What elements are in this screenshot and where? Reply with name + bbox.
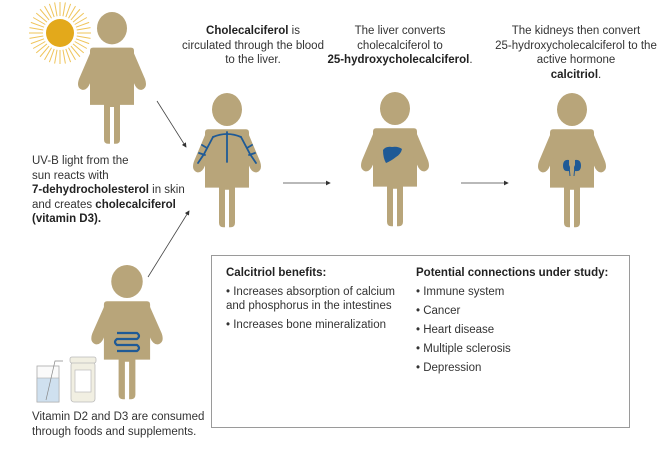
intestine-icon (113, 331, 141, 353)
benefit-item: Increases bone mineralization (226, 318, 406, 332)
sun-ray (68, 47, 76, 61)
sun-ray (48, 3, 55, 18)
benefit-item: Increases absorption of calcium and phos… (226, 285, 406, 313)
skin-text-line: and creates (32, 198, 96, 211)
sun-ray (32, 17, 46, 25)
kidney-text-line: . (598, 68, 602, 81)
sun-ray (72, 43, 85, 54)
skin-text-bold: cholecalciferol (95, 198, 176, 211)
connection-item: Multiple sclerosis (416, 342, 626, 356)
connections-list: Immune system Cancer Heart disease Multi… (416, 285, 626, 375)
sun-ray (32, 41, 46, 49)
connection-item: Heart disease (416, 323, 626, 337)
sun-ray (75, 21, 90, 28)
sun-ray (30, 21, 45, 28)
sun-icon (29, 2, 91, 64)
connection-item: Depression (416, 361, 626, 375)
sun-ray (74, 41, 88, 49)
sun-ray (65, 3, 72, 18)
skin-text-line: sun reacts with (32, 169, 109, 182)
kidney-text-line: active hormone (536, 54, 616, 66)
flow-arrows (147, 100, 509, 278)
sun-ray (65, 48, 72, 63)
arrow-skin-to-blood (156, 100, 187, 148)
info-box: Calcitriol benefits: Increases absorptio… (211, 255, 630, 428)
connections-column: Potential connections under study: Immun… (416, 266, 626, 380)
glass-of-water-icon (36, 360, 63, 403)
sun-ray (35, 43, 48, 54)
kidney-text-line: The kidneys then convert (511, 25, 641, 37)
skin-text-line: UV-B light from the (32, 155, 129, 167)
benefits-column: Calcitriol benefits: Increases absorptio… (226, 266, 406, 337)
sun-ray (54, 49, 58, 64)
kidney-icon (563, 159, 581, 177)
food-text-line: through foods and supplements. (32, 425, 197, 438)
skin-text-bold: (vitamin D3). (32, 213, 102, 225)
blood-text-line: is (288, 25, 300, 37)
skin-step-text: UV-B light from the sun reacts with 7-de… (32, 154, 185, 227)
sun-ray (39, 8, 50, 21)
sun-ray (75, 38, 90, 45)
connection-item: Immune system (416, 285, 626, 299)
sun-ray (48, 48, 55, 63)
person-skin-figure (78, 12, 146, 144)
sun-ray (76, 35, 91, 39)
sun-ray (74, 17, 88, 25)
liver-icon (383, 146, 402, 163)
liver-step-text: The liver converts cholecalciferol to 25… (320, 24, 480, 68)
kidney-text-line: 25-hydroxycholecalciferol to the (495, 39, 657, 52)
kidney-step-text: The kidneys then convert 25-hydroxychole… (486, 24, 666, 82)
blood-vessel-icon (197, 131, 257, 164)
connections-title: Potential connections under study: (416, 267, 609, 279)
connection-item: Cancer (416, 304, 626, 318)
sun-ray (29, 35, 44, 39)
supplement-bottle-icon (69, 356, 97, 403)
sun-ray (54, 2, 58, 17)
benefits-list: Increases absorption of calcium and phos… (226, 285, 406, 332)
sun-ray (35, 12, 48, 23)
person-liver-figure (361, 92, 429, 227)
blood-text-bold: Cholecalciferol (206, 25, 289, 37)
sun-ray (39, 45, 50, 58)
skin-text-bold: 7-dehydrocholesterol (32, 184, 149, 196)
liver-text-line: The liver converts (354, 25, 446, 37)
sun-ray (44, 47, 52, 61)
sun-ray (62, 2, 66, 17)
food-step-text: Vitamin D2 and D3 are consumed through f… (32, 410, 204, 439)
food-text-line: Vitamin D2 and D3 are consumed (32, 411, 205, 423)
person-kidney-figure (538, 93, 606, 228)
blood-text-line: to the liver. (225, 54, 281, 66)
sun-ray (44, 5, 52, 19)
liver-text-line: . (469, 54, 473, 66)
sun-ray (76, 27, 91, 31)
blood-text-line: circulated through the blood (182, 39, 324, 52)
sun-ray (62, 49, 66, 64)
liver-text-bold: 25-hydroxycholecalciferol (327, 54, 470, 66)
sun-ray (68, 5, 76, 19)
arrow-food-to-blood (147, 210, 190, 278)
liver-text-line: cholecalciferol to (357, 39, 443, 52)
sun-ray (70, 45, 81, 58)
sun-ray (70, 8, 81, 21)
sun-ray (29, 27, 44, 31)
sun-ray (72, 12, 85, 23)
kidney-text-bold: calcitriol (550, 68, 599, 81)
benefits-title: Calcitriol benefits: (226, 267, 327, 279)
sun-ray (30, 38, 45, 45)
skin-text-line: in skin (148, 184, 185, 196)
blood-step-text: Cholecalciferol is circulated through th… (178, 24, 328, 68)
